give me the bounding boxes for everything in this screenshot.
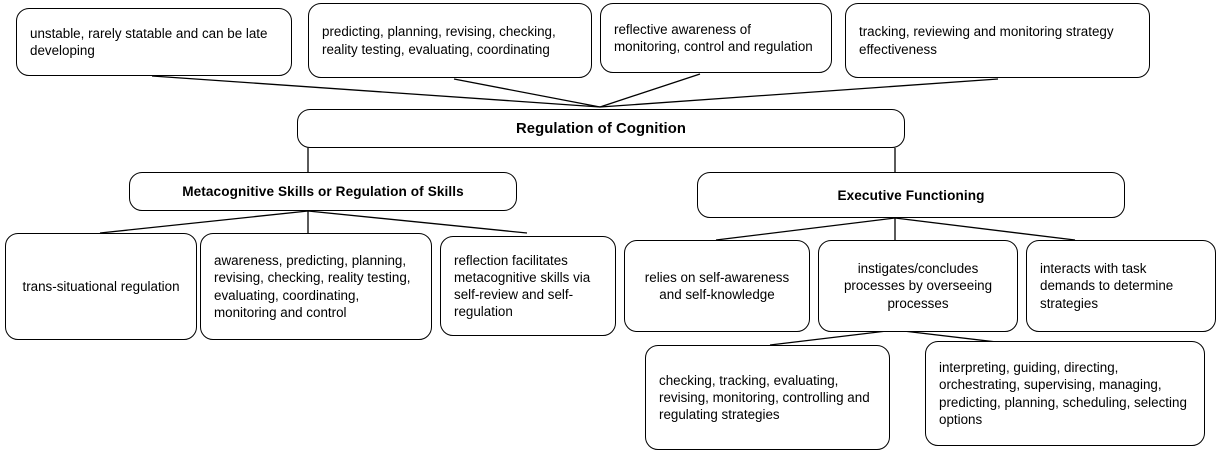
child-box-interacts-with-task-demands-label: interacts with task demands to determine… [1040,261,1174,311]
edge-attr1-root [151,75,601,108]
attribute-box-tracking-reviewing[interactable]: tracking, reviewing and monitoring strat… [845,3,1150,78]
root-node-label: Regulation of Cognition [516,120,686,137]
child-box-awareness-predicting-label: awareness, predicting, planning, revisin… [214,253,411,320]
branch-node-metacognitive-skills-label: Metacognitive Skills or Regulation of Sk… [182,184,464,199]
child-box-relies-on-self-awareness[interactable]: relies on self-awareness and self-knowle… [624,240,810,332]
edge-exec-child1 [715,217,896,241]
child-box-awareness-predicting[interactable]: awareness, predicting, planning, revisin… [200,233,432,340]
child-box-reflection-facilitates[interactable]: reflection facilitates metacognitive ski… [440,236,616,336]
sub-box-checking-tracking-evaluating-label: checking, tracking, evaluating, revising… [659,372,870,423]
sub-box-interpreting-guiding-directing-label: interpreting, guiding, directing, orches… [939,360,1187,427]
sub-box-interpreting-guiding-directing[interactable]: interpreting, guiding, directing, orches… [925,341,1205,446]
root-node-regulation-of-cognition[interactable]: Regulation of Cognition [297,109,905,148]
child-box-instigates-concludes-label: instigates/concludes processes by overse… [843,261,993,311]
child-box-reflection-facilitates-label: reflection facilitates metacognitive ski… [454,252,591,320]
child-box-instigates-concludes[interactable]: instigates/concludes processes by overse… [818,240,1018,332]
attribute-box-unstable-label: unstable, rarely statable and can be lat… [30,25,268,58]
attribute-box-tracking-reviewing-label: tracking, reviewing and monitoring strat… [859,24,1114,57]
edge-exec-child3 [894,217,1076,241]
edge-attr4-root [599,78,999,108]
child-box-trans-situational-regulation[interactable]: trans-situational regulation [5,233,197,340]
child-box-trans-situational-regulation-label: trans-situational regulation [22,278,180,294]
child-box-relies-on-self-awareness-label: relies on self-awareness and self-knowle… [644,269,790,302]
attribute-box-reflective-awareness-label: reflective awareness of monitoring, cont… [614,21,813,54]
attribute-box-unstable[interactable]: unstable, rarely statable and can be lat… [16,8,292,76]
attribute-box-predicting[interactable]: predicting, planning, revising, checking… [308,3,592,78]
edge-skills-child3 [307,210,528,234]
sub-box-checking-tracking-evaluating[interactable]: checking, tracking, evaluating, revising… [645,345,890,450]
edge-attr3-root [599,73,701,108]
attribute-box-reflective-awareness[interactable]: reflective awareness of monitoring, cont… [600,3,832,73]
branch-node-executive-functioning-label: Executive Functioning [837,187,985,203]
attribute-box-predicting-label: predicting, planning, revising, checking… [322,24,556,57]
edge-skills-child1 [99,210,309,234]
child-box-interacts-with-task-demands[interactable]: interacts with task demands to determine… [1026,240,1216,332]
branch-node-executive-functioning[interactable]: Executive Functioning [697,172,1125,218]
edge-attr2-root [453,78,601,108]
edge-child2-sub1 [769,329,896,346]
branch-node-metacognitive-skills[interactable]: Metacognitive Skills or Regulation of Sk… [129,172,517,211]
